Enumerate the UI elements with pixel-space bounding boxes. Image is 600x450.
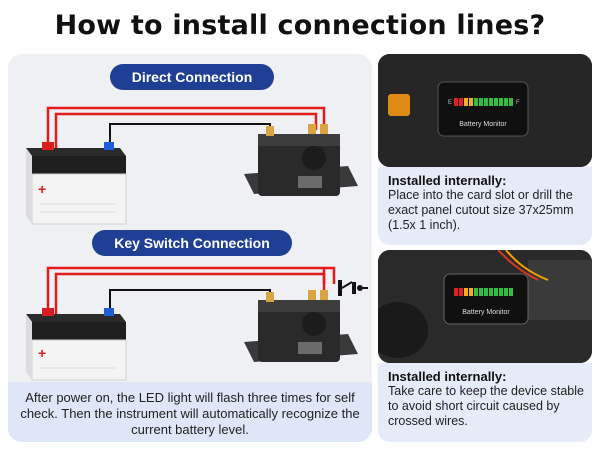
red-wire (46, 106, 326, 150)
svg-text:+: + (38, 345, 46, 361)
meter-f-label: F (516, 100, 520, 106)
key-switch-icon (338, 280, 368, 296)
meter-text: Battery Monitor (459, 121, 507, 128)
info-card-1: Installed internally: Place into the car… (378, 167, 592, 245)
red-wire (46, 266, 336, 316)
direct-connection-diagram: + (26, 106, 358, 225)
key-switch-connection-diagram: + (26, 266, 368, 381)
battery-icon: + (26, 142, 127, 225)
wiring-diagram: + (26, 106, 368, 381)
svg-text:+: + (38, 181, 46, 197)
info-body: Take care to keep the device stable to a… (388, 384, 584, 428)
battery-meter-device (244, 124, 358, 196)
led-bar (454, 288, 513, 296)
direct-connection-label: Direct Connection (110, 64, 274, 90)
red-wire (54, 112, 318, 150)
page-title: How to install connection lines? (54, 10, 546, 41)
red-wire (54, 272, 326, 316)
power-on-note: After power on, the LED light will flash… (8, 382, 372, 442)
info-card-2: Installed internally: Take care to keep … (378, 363, 592, 442)
installed-photo-2: Battery Monitor (378, 250, 592, 363)
led-bar (454, 98, 513, 106)
battery-meter-device (244, 290, 358, 362)
amber-light-icon (388, 94, 410, 116)
meter-e-label: E (448, 100, 452, 106)
black-wire (109, 289, 271, 316)
battery-icon: + (26, 308, 127, 381)
installed-photo-1: E F Battery Monitor (378, 54, 592, 167)
info-heading: Installed internally: (388, 369, 507, 384)
info-body: Place into the card slot or drill the ex… (388, 188, 574, 232)
wiring-diagram-panel: + (8, 54, 372, 442)
info-heading: Installed internally: (388, 173, 507, 188)
key-switch-connection-label: Key Switch Connection (92, 230, 292, 256)
meter-text: Battery Monitor (462, 309, 510, 316)
black-wire (109, 123, 271, 150)
